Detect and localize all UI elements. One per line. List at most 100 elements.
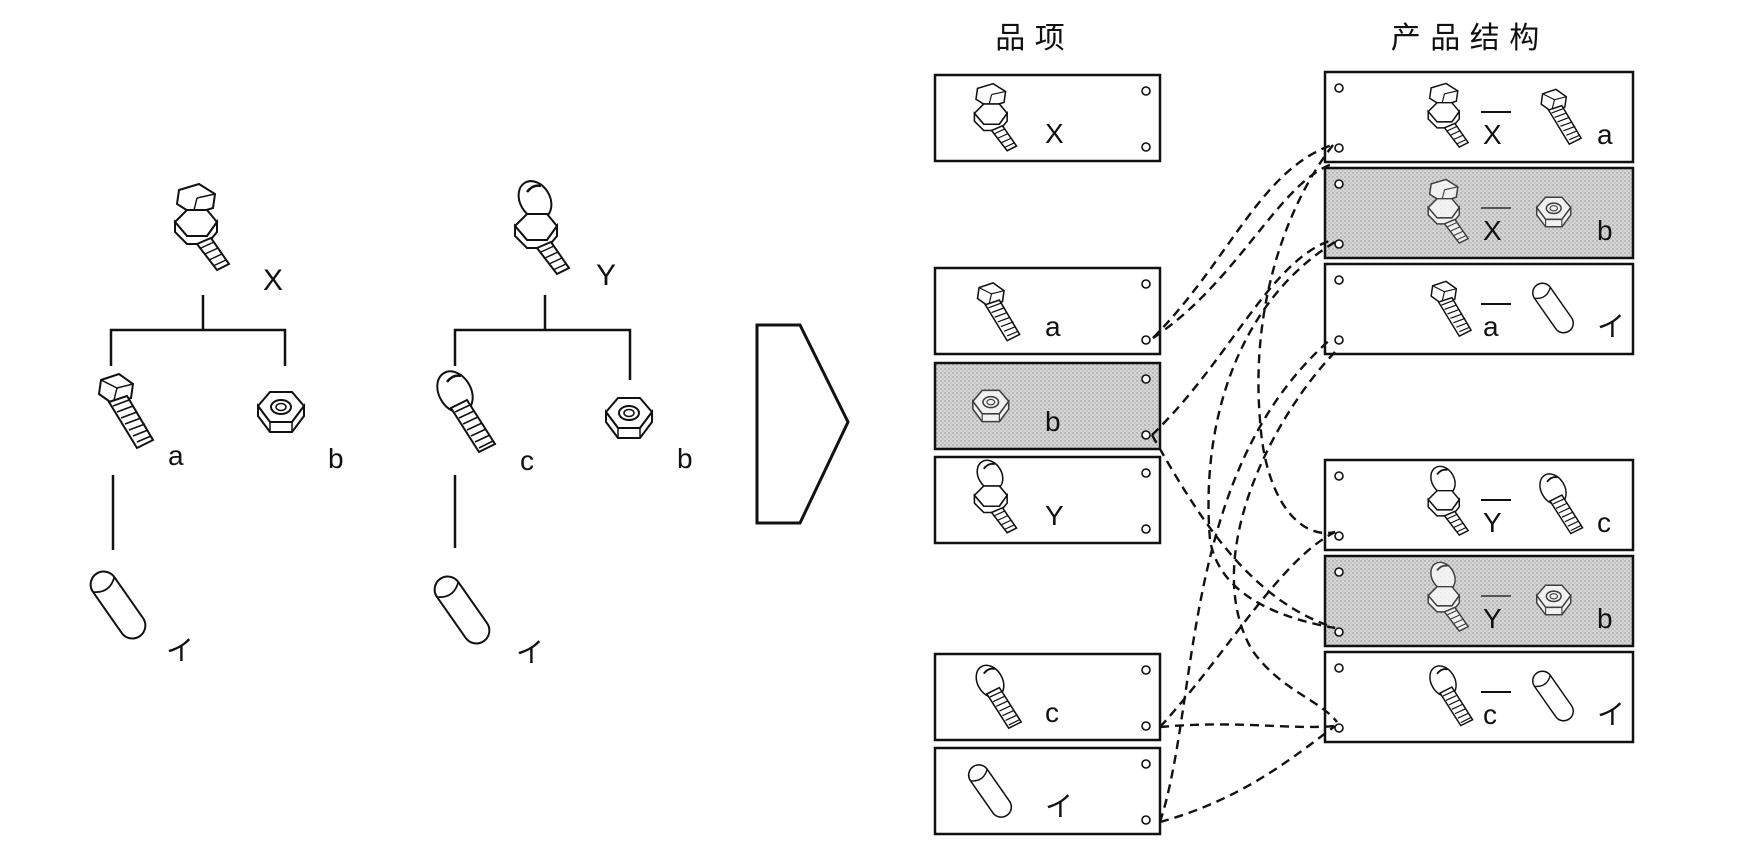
item-card-frame bbox=[933, 73, 1162, 163]
hole-icon bbox=[1141, 335, 1151, 345]
tree-y-right-child-label: b bbox=[677, 443, 693, 474]
hole-icon bbox=[1141, 665, 1151, 675]
hole-icon bbox=[1334, 239, 1344, 249]
hex-nut-icon bbox=[1535, 196, 1572, 228]
hole-icon bbox=[1141, 759, 1151, 769]
item-card: b bbox=[933, 361, 1162, 451]
item-card-label: イ bbox=[1045, 791, 1073, 822]
structure-child-label: b bbox=[1597, 603, 1613, 634]
items-header: 品 项 bbox=[995, 21, 1065, 56]
tree-y-grandchild-label: イ bbox=[516, 637, 544, 668]
hex-nut-icon bbox=[257, 391, 305, 433]
tree-y-parent-label: Y bbox=[596, 259, 616, 292]
hole-icon bbox=[1334, 531, 1344, 541]
link-a-to-xa bbox=[1152, 143, 1333, 339]
hole-icon bbox=[1141, 142, 1151, 152]
structure-card-frame bbox=[1323, 262, 1635, 356]
hole-icon bbox=[1334, 179, 1344, 189]
link-ai-to-ci bbox=[1232, 351, 1338, 723]
hole-icon bbox=[1141, 468, 1151, 478]
cylinder-pin-icon bbox=[84, 565, 152, 645]
cylinder-pin-icon bbox=[428, 570, 496, 650]
item-card-frame bbox=[933, 455, 1162, 545]
tree-x-parent-label: X bbox=[263, 264, 283, 297]
hex-nut-icon bbox=[605, 397, 653, 439]
structure-header: 产 品 结 构 bbox=[1391, 21, 1540, 56]
item-card: X bbox=[933, 73, 1162, 163]
bom-tree-y: Y c b イ bbox=[428, 173, 693, 668]
bom-tree-x: X a b イ bbox=[84, 183, 344, 666]
tree-x-left-child-label: a bbox=[168, 440, 184, 471]
item-card-label: b bbox=[1045, 406, 1061, 437]
hole-icon bbox=[1141, 279, 1151, 289]
hole-icon bbox=[1334, 627, 1344, 637]
item-card-label: c bbox=[1045, 697, 1059, 728]
hex-bolt-icon bbox=[98, 373, 154, 449]
structure-parent-label: a bbox=[1483, 311, 1499, 342]
link-i-to-ci bbox=[1159, 725, 1336, 824]
structure-card-frame bbox=[1323, 458, 1635, 552]
structure-card-frame bbox=[1323, 166, 1635, 260]
structure-child-label: c bbox=[1597, 507, 1611, 538]
round-head-assembly-icon bbox=[510, 173, 571, 276]
hole-icon bbox=[1334, 143, 1344, 153]
link-xb-to-yb bbox=[1207, 240, 1336, 630]
structure-parent-label: Y bbox=[1483, 603, 1502, 634]
structure-child-label: イ bbox=[1597, 311, 1625, 342]
item-card-frame bbox=[933, 266, 1162, 356]
item-card-label: X bbox=[1045, 118, 1064, 149]
tree-y-left-child-label: c bbox=[520, 445, 534, 476]
item-card: a bbox=[933, 266, 1162, 356]
structure-child-label: b bbox=[1597, 215, 1613, 246]
assembled-bolt-icon bbox=[174, 183, 230, 271]
hole-icon bbox=[1141, 86, 1151, 96]
link-c-to-ci bbox=[1159, 723, 1336, 729]
item-card-list: Xa bYc イ bbox=[933, 73, 1162, 836]
tree-x-right-child-label: b bbox=[328, 443, 344, 474]
hole-icon bbox=[1334, 275, 1344, 285]
hole-icon bbox=[1141, 374, 1151, 384]
item-card: c bbox=[933, 652, 1162, 742]
structure-parent-label: Y bbox=[1483, 507, 1502, 538]
hex-nut-icon bbox=[972, 389, 1010, 423]
hex-nut-icon bbox=[1535, 584, 1572, 616]
tree-x-connector bbox=[109, 295, 287, 550]
transform-arrow bbox=[755, 323, 850, 525]
hole-icon bbox=[1334, 335, 1344, 345]
hole-icon bbox=[1141, 815, 1151, 825]
link-a-to-xa-2 bbox=[1152, 161, 1336, 339]
link-i-to-ai bbox=[1158, 337, 1333, 823]
item-card: イ bbox=[933, 746, 1162, 836]
structure-card-frame bbox=[1323, 554, 1635, 648]
item-card-frame bbox=[933, 652, 1162, 742]
hole-icon bbox=[1334, 567, 1344, 577]
item-card: Y bbox=[933, 454, 1162, 545]
link-xa-to-yc bbox=[1257, 144, 1336, 535]
hole-icon bbox=[1141, 430, 1151, 440]
item-card-label: a bbox=[1045, 311, 1061, 342]
round-head-screw-icon bbox=[428, 363, 497, 454]
structure-parent-label: X bbox=[1483, 215, 1502, 246]
structure-card-frame bbox=[1323, 70, 1635, 164]
item-card-frame bbox=[933, 746, 1162, 836]
tree-x-grandchild-label: イ bbox=[166, 635, 194, 666]
hole-icon bbox=[1334, 663, 1344, 673]
hole-icon bbox=[1334, 83, 1344, 93]
pointer-links bbox=[1150, 143, 1338, 824]
hole-icon bbox=[1334, 723, 1344, 733]
structure-child-label: イ bbox=[1597, 699, 1625, 730]
tree-y-connector bbox=[453, 295, 632, 548]
structure-child-label: a bbox=[1597, 119, 1613, 150]
structure-parent-label: X bbox=[1483, 119, 1502, 150]
structure-parent-label: c bbox=[1483, 699, 1497, 730]
structure-card-frame bbox=[1323, 650, 1635, 744]
hole-icon bbox=[1141, 524, 1151, 534]
link-b-to-xb bbox=[1151, 238, 1333, 436]
